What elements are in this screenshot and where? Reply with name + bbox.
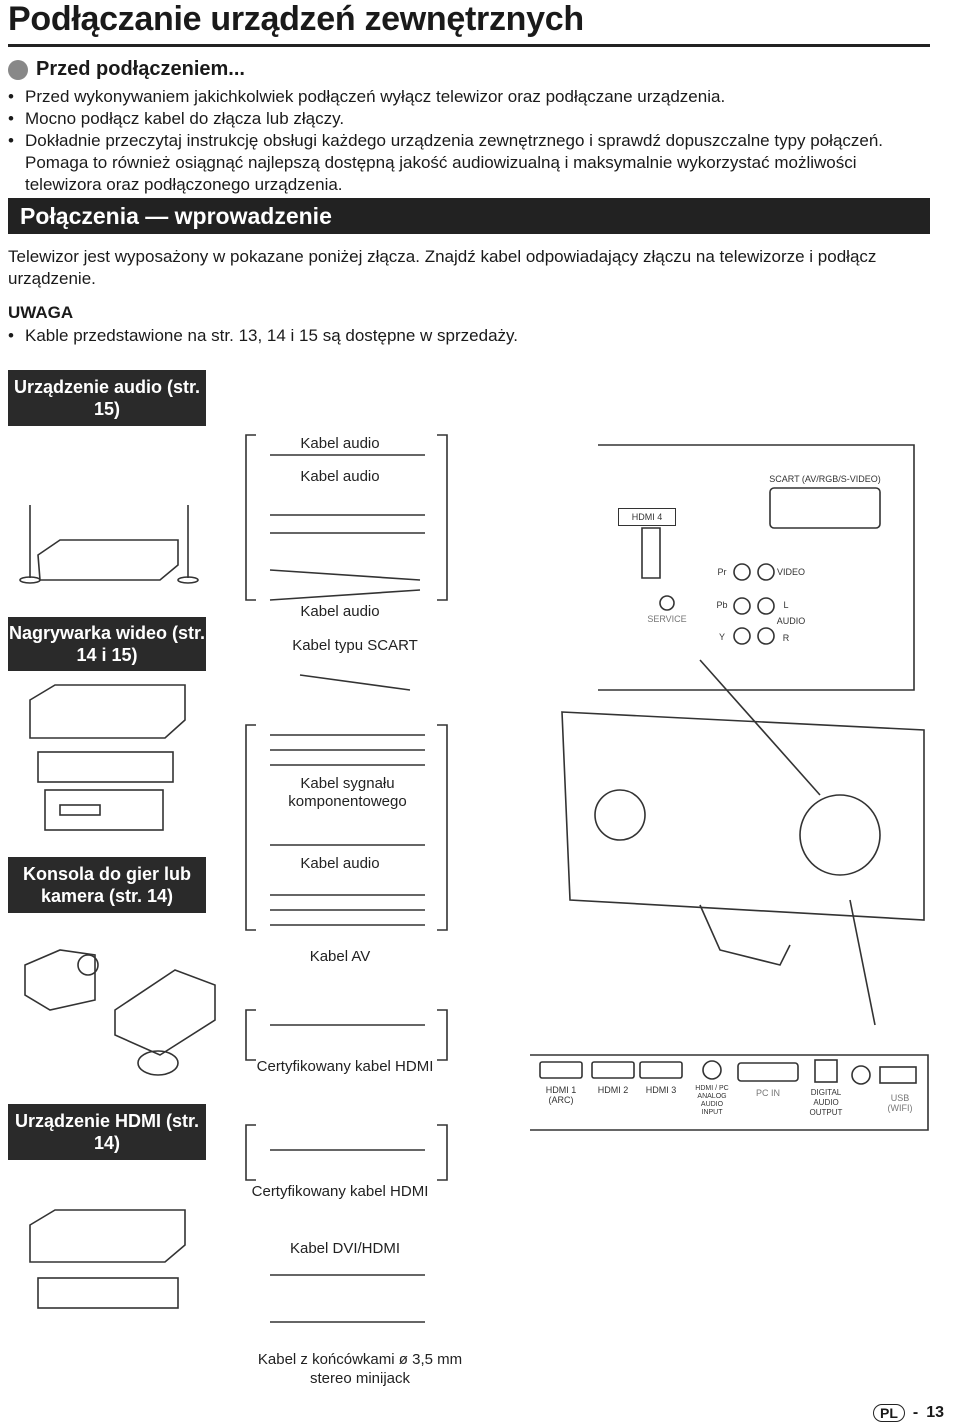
port-label-hdmi3: HDMI 3	[645, 1085, 677, 1095]
category-hdmi-device: Urządzenie HDMI (str. 14)	[8, 1104, 206, 1160]
port-label-digital-audio: DIGITAL AUDIO OUTPUT	[809, 1088, 843, 1117]
hdmi-device-illustration	[29, 1209, 186, 1309]
page-number: PL - 13	[872, 1404, 944, 1422]
note-item: Kable przedstawione na str. 13, 14 i 15 …	[8, 325, 933, 347]
port-label-l: L	[783, 600, 789, 610]
page-title: Podłączanie urządzeń zewnętrznych	[8, 0, 584, 38]
category-console: Konsola do gier lub kamera (str. 14)	[8, 857, 206, 913]
port-label-hdmi1: HDMI 1 (ARC)	[545, 1085, 577, 1105]
note-list: Kable przedstawione na str. 13, 14 i 15 …	[8, 325, 933, 347]
cable-label-minijack: Kabel z końcówkami ø 3,5 mm stereo minij…	[257, 1351, 463, 1387]
section-heading: Połączenia — wprowadzenie	[8, 198, 930, 234]
port-label-r: R	[782, 633, 790, 643]
cable-label-audio: Kabel audio	[300, 603, 380, 620]
port-label-hdmi-pc-audio: HDMI / PC ANALOG AUDIO INPUT	[695, 1085, 729, 1116]
bullet-item: Przed wykonywaniem jakichkolwiek podłącz…	[8, 86, 933, 108]
tv-top-panel	[598, 444, 915, 691]
category-audio: Urządzenie audio (str. 15)	[8, 370, 206, 426]
cable-label-component: Kabel sygnału komponentowego	[288, 775, 407, 810]
audio-system-illustration	[19, 505, 199, 584]
title-rule	[8, 44, 930, 47]
intro-text: Telewizor jest wyposażony w pokazane pon…	[8, 247, 877, 288]
cable-label-audio: Kabel audio	[300, 468, 380, 485]
tv-bottom-panel	[530, 1054, 929, 1131]
console-camera-illustration	[24, 949, 216, 1076]
port-label-audio: AUDIO	[776, 616, 806, 626]
cable-brackets	[245, 434, 448, 1181]
circle-bullet-icon	[8, 59, 28, 80]
port-label-service: SERVICE	[647, 614, 687, 624]
cable-lines	[269, 454, 425, 1323]
cable-label-dvi: Kabel DVI/HDMI	[289, 1240, 401, 1257]
cable-label-audio: Kabel audio	[300, 435, 380, 452]
cable-label-scart: Kabel typu SCART	[292, 637, 418, 654]
note-heading: UWAGA	[8, 303, 74, 322]
language-badge: PL	[872, 1404, 905, 1422]
cable-label-hdmi: Certyfikowany kabel HDMI	[251, 1183, 429, 1200]
port-label-y: Y	[718, 632, 725, 642]
port-label-hdmi2: HDMI 2	[597, 1085, 629, 1095]
before-heading-text: Przed podłączeniem...	[36, 58, 245, 80]
before-bullet-list: Przed wykonywaniem jakichkolwiek podłącz…	[8, 86, 933, 196]
port-label-pc-in: PC IN	[755, 1088, 780, 1098]
before-heading: Przed podłączeniem...	[8, 58, 245, 81]
category-video-recorder: Nagrywarka wideo (str. 14 i 15)	[8, 617, 206, 671]
port-label-hdmi4: HDMI 4	[618, 508, 676, 526]
tv-back-illustration	[561, 659, 925, 1026]
port-label-pb: Pb	[716, 600, 728, 610]
port-label-usb: USB (WIFI)	[887, 1093, 913, 1113]
port-label-scart: SCART (AV/RGB/S-VIDEO)	[769, 474, 881, 484]
page-number-value: 13	[926, 1404, 944, 1421]
bullet-item: Mocno podłącz kabel do złącza lub złączy…	[8, 108, 933, 130]
cable-label-av: Kabel AV	[309, 948, 371, 965]
cable-label-hdmi: Certyfikowany kabel HDMI	[256, 1058, 434, 1075]
page-dash: -	[912, 1404, 919, 1421]
video-recorder-illustration	[29, 684, 186, 831]
port-label-pr: Pr	[717, 567, 727, 577]
cable-label-audio: Kabel audio	[300, 855, 380, 872]
bullet-item: Dokładnie przeczytaj instrukcję obsługi …	[8, 130, 933, 196]
port-label-video: VIDEO	[776, 567, 805, 577]
